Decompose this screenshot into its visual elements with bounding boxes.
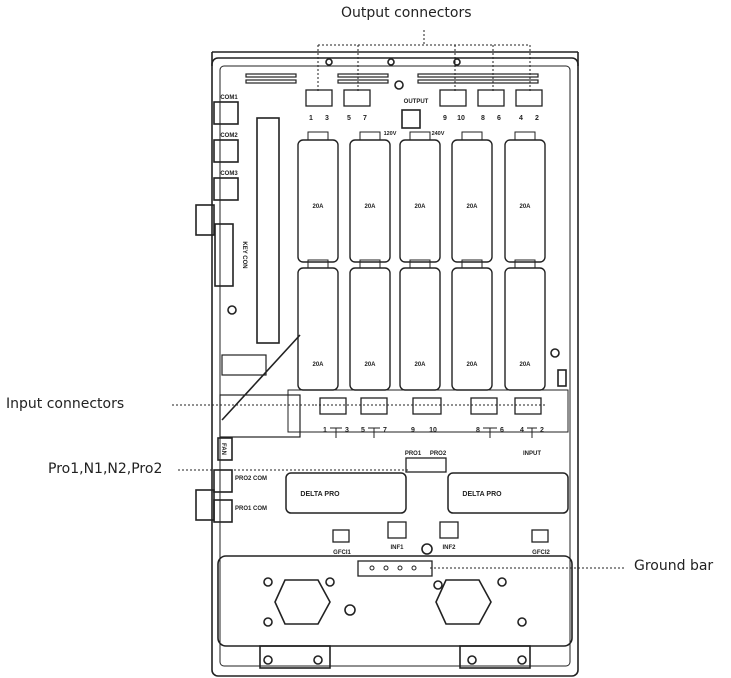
- input-number-label: 1: [323, 427, 327, 434]
- input-number-label: 9: [411, 427, 415, 434]
- output-number-label: 3: [325, 115, 329, 122]
- output-number-label: 7: [363, 115, 367, 122]
- input-number-label: 6: [500, 427, 504, 434]
- fan-label: FAN: [220, 443, 226, 455]
- ground-bar-callout: Ground bar: [634, 558, 714, 574]
- pro2-com-label: PRO2 COM: [235, 476, 267, 482]
- com1-label: COM1: [220, 95, 238, 101]
- input-number-label: 2: [540, 427, 544, 434]
- pro-terminals-callout: Pro1,N1,N2,Pro2: [48, 461, 163, 477]
- output-number-label: 1: [309, 115, 313, 122]
- output-number-label: 2: [535, 115, 539, 122]
- input-number-label: 5: [361, 427, 365, 434]
- breaker-rating-label: 20A: [519, 204, 531, 210]
- gfci2-label: GFCI2: [532, 550, 550, 556]
- inf1-label: INF1: [390, 545, 404, 551]
- gfci1-label: GFCI1: [333, 550, 351, 556]
- input-number-label: 3: [345, 427, 349, 434]
- inf2-label: INF2: [442, 545, 456, 551]
- breaker-rating-label: 20A: [466, 362, 478, 368]
- input-number-label: 4: [520, 427, 524, 434]
- breaker-rating-label: 20A: [414, 204, 426, 210]
- input-number-label: 8: [476, 427, 480, 434]
- output-number-label: 10: [457, 115, 465, 122]
- breaker-rating-label: 20A: [466, 204, 478, 210]
- input-number-label: 7: [383, 427, 387, 434]
- delta-pro-1-label: DELTA PRO: [300, 491, 340, 498]
- voltage-120-label: 120V: [384, 131, 397, 137]
- breaker-rating-label: 20A: [414, 362, 426, 368]
- output-number-label: 8: [481, 115, 485, 122]
- input-number-label: 10: [429, 427, 437, 434]
- pro1-com-label: PRO1 COM: [235, 506, 267, 512]
- output-number-label: 5: [347, 115, 351, 122]
- pro2-label: PRO2: [430, 451, 447, 457]
- input-connectors-callout: Input connectors: [6, 396, 125, 412]
- breaker-rating-label: 20A: [364, 362, 376, 368]
- breaker-rating-label: 20A: [519, 362, 531, 368]
- output-number-label: 4: [519, 115, 523, 122]
- output-number-label: 6: [497, 115, 501, 122]
- output-connectors-callout: Output connectors: [341, 5, 472, 21]
- output-number-label: 9: [443, 115, 447, 122]
- delta-pro-2-label: DELTA PRO: [462, 491, 502, 498]
- breaker-rating-label: 20A: [364, 204, 376, 210]
- voltage-240-label: 240V: [432, 131, 445, 137]
- input-label: INPUT: [523, 451, 541, 457]
- breaker-rating-label: 20A: [312, 362, 324, 368]
- pro1-label: PRO1: [405, 451, 422, 457]
- output-label: OUTPUT: [404, 99, 429, 105]
- com2-label: COM2: [220, 133, 238, 139]
- com3-label: COM3: [220, 171, 238, 177]
- panel-outline: [172, 30, 625, 677]
- key-con-label: KEY CON: [241, 241, 247, 268]
- breaker-rating-label: 20A: [312, 204, 324, 210]
